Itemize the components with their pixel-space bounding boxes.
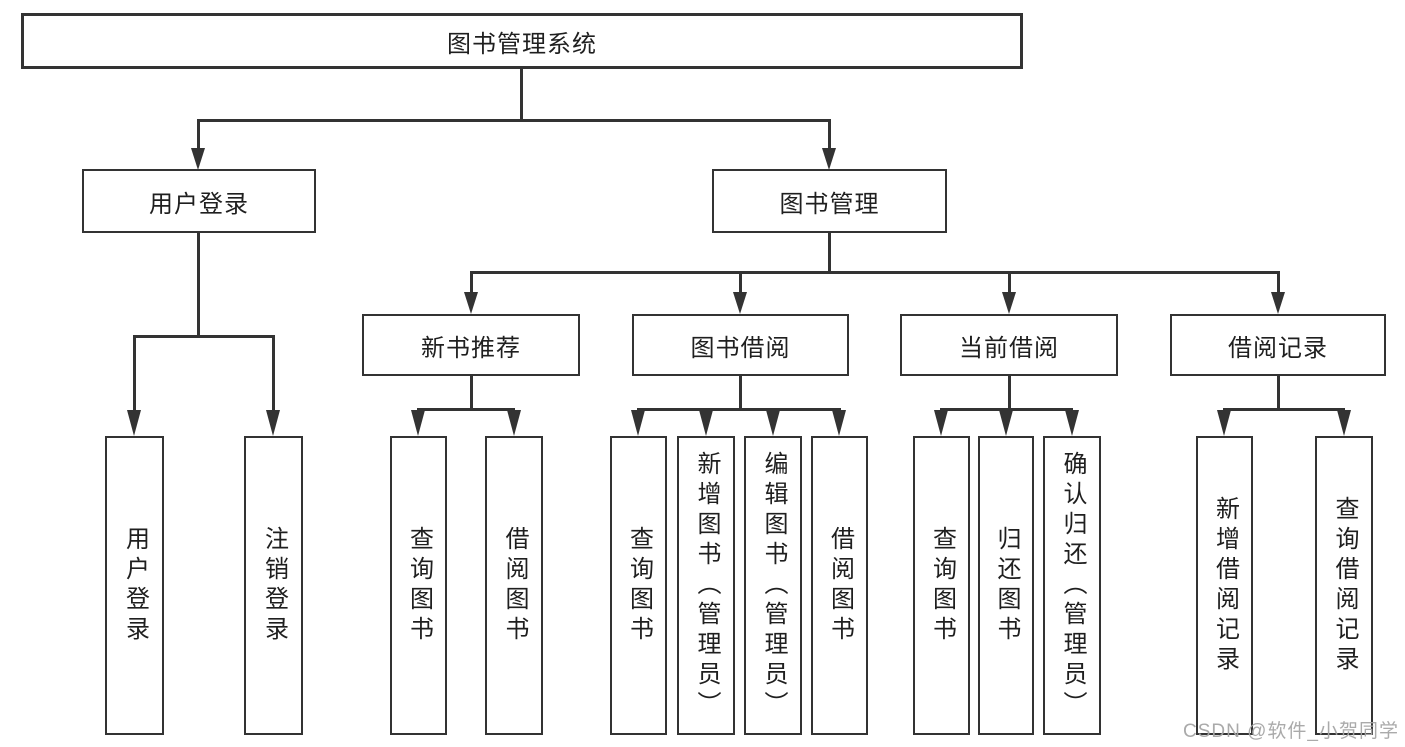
connector-line [470,376,473,410]
leaf-add-book-admin: 新增图书（管理员） [677,436,735,735]
connector-line [272,335,275,412]
arrowhead-icon [934,410,948,436]
arrowhead-icon [631,410,645,436]
connector-line [417,408,515,411]
node-label: 图书借阅 [690,334,791,362]
connector-line [1277,271,1280,294]
arrowhead-icon [1337,410,1351,436]
connector-line [197,119,200,150]
connector-line [828,119,831,150]
node-current-borrow: 当前借阅 [900,314,1118,376]
connector-line [470,271,473,294]
leaf-logout: 注销登录 [244,436,303,735]
arrowhead-icon [822,148,836,170]
connector-line [739,271,742,294]
arrowhead-icon [127,410,141,436]
arrowhead-icon [191,148,205,170]
leaf-add-borrow-record: 新增借阅记录 [1196,436,1253,735]
connector-line [739,376,742,410]
connector-line [470,271,1280,274]
leaf-label: 查询借阅记录 [1331,495,1358,676]
leaf-label: 查询图书 [405,525,433,646]
node-borrow-records: 借阅记录 [1170,314,1386,376]
connector-line [133,335,136,412]
arrowhead-icon [699,410,713,436]
arrowhead-icon [999,410,1013,436]
node-label: 借阅记录 [1228,334,1328,362]
node-label: 新书推荐 [421,334,521,362]
node-user-login: 用户登录 [82,169,316,233]
arrowhead-icon [1065,410,1079,436]
leaf-edit-book-admin: 编辑图书（管理员） [744,436,802,735]
connector-line [828,233,831,273]
leaf-label: 新增图书（管理员） [693,450,720,721]
node-label: 图书管理系统 [447,30,597,58]
arrowhead-icon [507,410,521,436]
connector-line [1008,271,1011,294]
node-book-borrow: 图书借阅 [632,314,849,376]
leaf-label: 查询图书 [625,525,653,646]
leaf-label: 查询图书 [928,525,956,646]
connector-line [1277,376,1280,410]
arrowhead-icon [1002,292,1016,314]
arrowhead-icon [1217,410,1231,436]
leaf-label: 借阅图书 [826,525,854,646]
leaf-label: 编辑图书（管理员） [760,450,787,721]
node-label: 当前借阅 [959,334,1059,362]
leaf-confirm-return-admin: 确认归还（管理员） [1043,436,1101,735]
leaf-borrow-books-recommend: 借阅图书 [485,436,543,735]
arrowhead-icon [464,292,478,314]
connector-line [940,408,1073,411]
connector-line [197,119,831,122]
node-label: 图书管理 [779,190,880,218]
watermark: CSDN @软件_小贺同学 [1183,721,1399,742]
leaf-label: 归还图书 [993,525,1020,646]
leaf-borrow-books: 借阅图书 [811,436,868,735]
leaf-label: 注销登录 [260,525,288,646]
leaf-user-login: 用户登录 [105,436,164,735]
leaf-return-book: 归还图书 [978,436,1034,735]
connector-line [520,68,523,121]
connector-line [197,233,200,337]
leaf-query-books-current: 查询图书 [913,436,970,735]
leaf-query-books-recommend: 查询图书 [390,436,447,735]
leaf-query-books-borrow: 查询图书 [610,436,667,735]
connector-line [637,408,841,411]
node-library-system: 图书管理系统 [21,13,1023,69]
node-new-book-recommend: 新书推荐 [362,314,580,376]
leaf-query-borrow-record: 查询借阅记录 [1315,436,1373,735]
leaf-label: 用户登录 [121,525,149,646]
leaf-label: 新增借阅记录 [1211,495,1239,676]
node-book-management: 图书管理 [712,169,947,233]
connector-line [133,335,275,338]
arrowhead-icon [411,410,425,436]
arrowhead-icon [266,410,280,436]
arrowhead-icon [733,292,747,314]
leaf-label: 确认归还（管理员） [1059,450,1086,721]
connector-line [1008,376,1011,410]
arrowhead-icon [1271,292,1285,314]
connector-line [1223,408,1345,411]
arrowhead-icon [766,410,780,436]
leaf-label: 借阅图书 [501,525,528,646]
arrowhead-icon [832,410,846,436]
node-label: 用户登录 [149,190,249,218]
